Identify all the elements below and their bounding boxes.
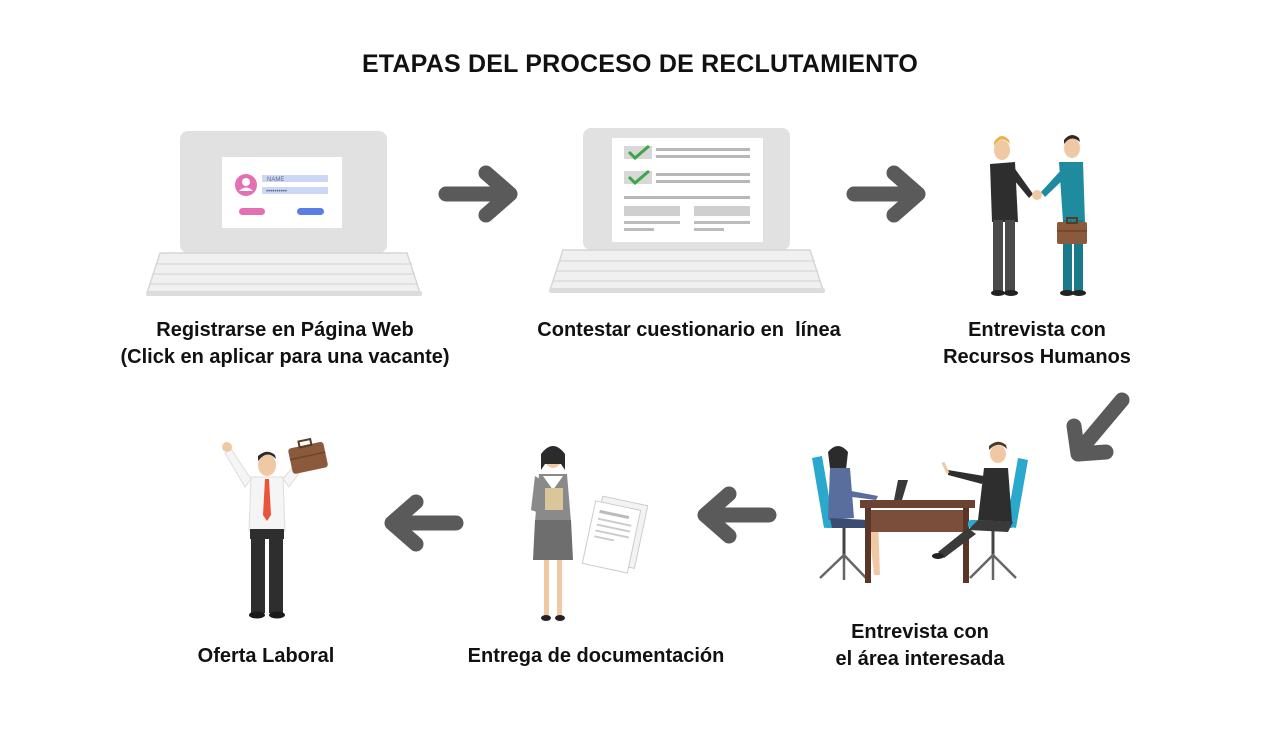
- step-label-line: (Click en aplicar para una vacante): [120, 346, 450, 368]
- step-label-line: Entrevista con: [968, 319, 1106, 341]
- arrow-down-left-icon: [1066, 392, 1130, 462]
- job-offer-celebration-icon: [222, 437, 328, 619]
- laptop-questionnaire-icon: [548, 128, 825, 293]
- step-label-questionnaire: Contestar cuestionario en línea: [489, 317, 889, 344]
- laptop-register-icon: NAME ••••••••••: [145, 131, 422, 296]
- step-label-job-offer: Oferta Laboral: [166, 643, 366, 670]
- step-label-hr-interview: Entrevista con Recursos Humanos: [887, 317, 1187, 371]
- step-label-documentation: Entrega de documentación: [446, 643, 746, 670]
- step-label-area-interview: Entrevista con el área interesada: [770, 619, 1070, 673]
- step-label-line: Entrevista con: [851, 621, 989, 643]
- woman-documents-icon: [531, 446, 649, 621]
- handshake-icon: [990, 134, 1087, 296]
- step-label-register: Registrarse en Página Web (Click en apli…: [85, 317, 485, 371]
- arrow-right-icon: [438, 165, 518, 223]
- step-label-line: Contestar cuestionario en línea: [537, 319, 841, 341]
- arrow-left-icon: [697, 486, 777, 544]
- step-label-line: Oferta Laboral: [197, 645, 335, 667]
- password-mask: ••••••••••: [266, 189, 287, 195]
- name-placeholder: NAME: [267, 177, 284, 183]
- step-label-line: Entrega de documentación: [467, 645, 725, 667]
- interview-desk-icon: [812, 441, 1028, 583]
- page-title: ETAPAS DEL PROCESO DE RECLUTAMIENTO: [361, 50, 919, 78]
- step-label-line: Recursos Humanos: [943, 346, 1131, 368]
- arrow-right-icon: [846, 165, 926, 223]
- arrow-left-icon: [384, 494, 464, 552]
- step-label-line: el área interesada: [835, 648, 1005, 670]
- step-label-line: Registrarse en Página Web: [156, 319, 414, 341]
